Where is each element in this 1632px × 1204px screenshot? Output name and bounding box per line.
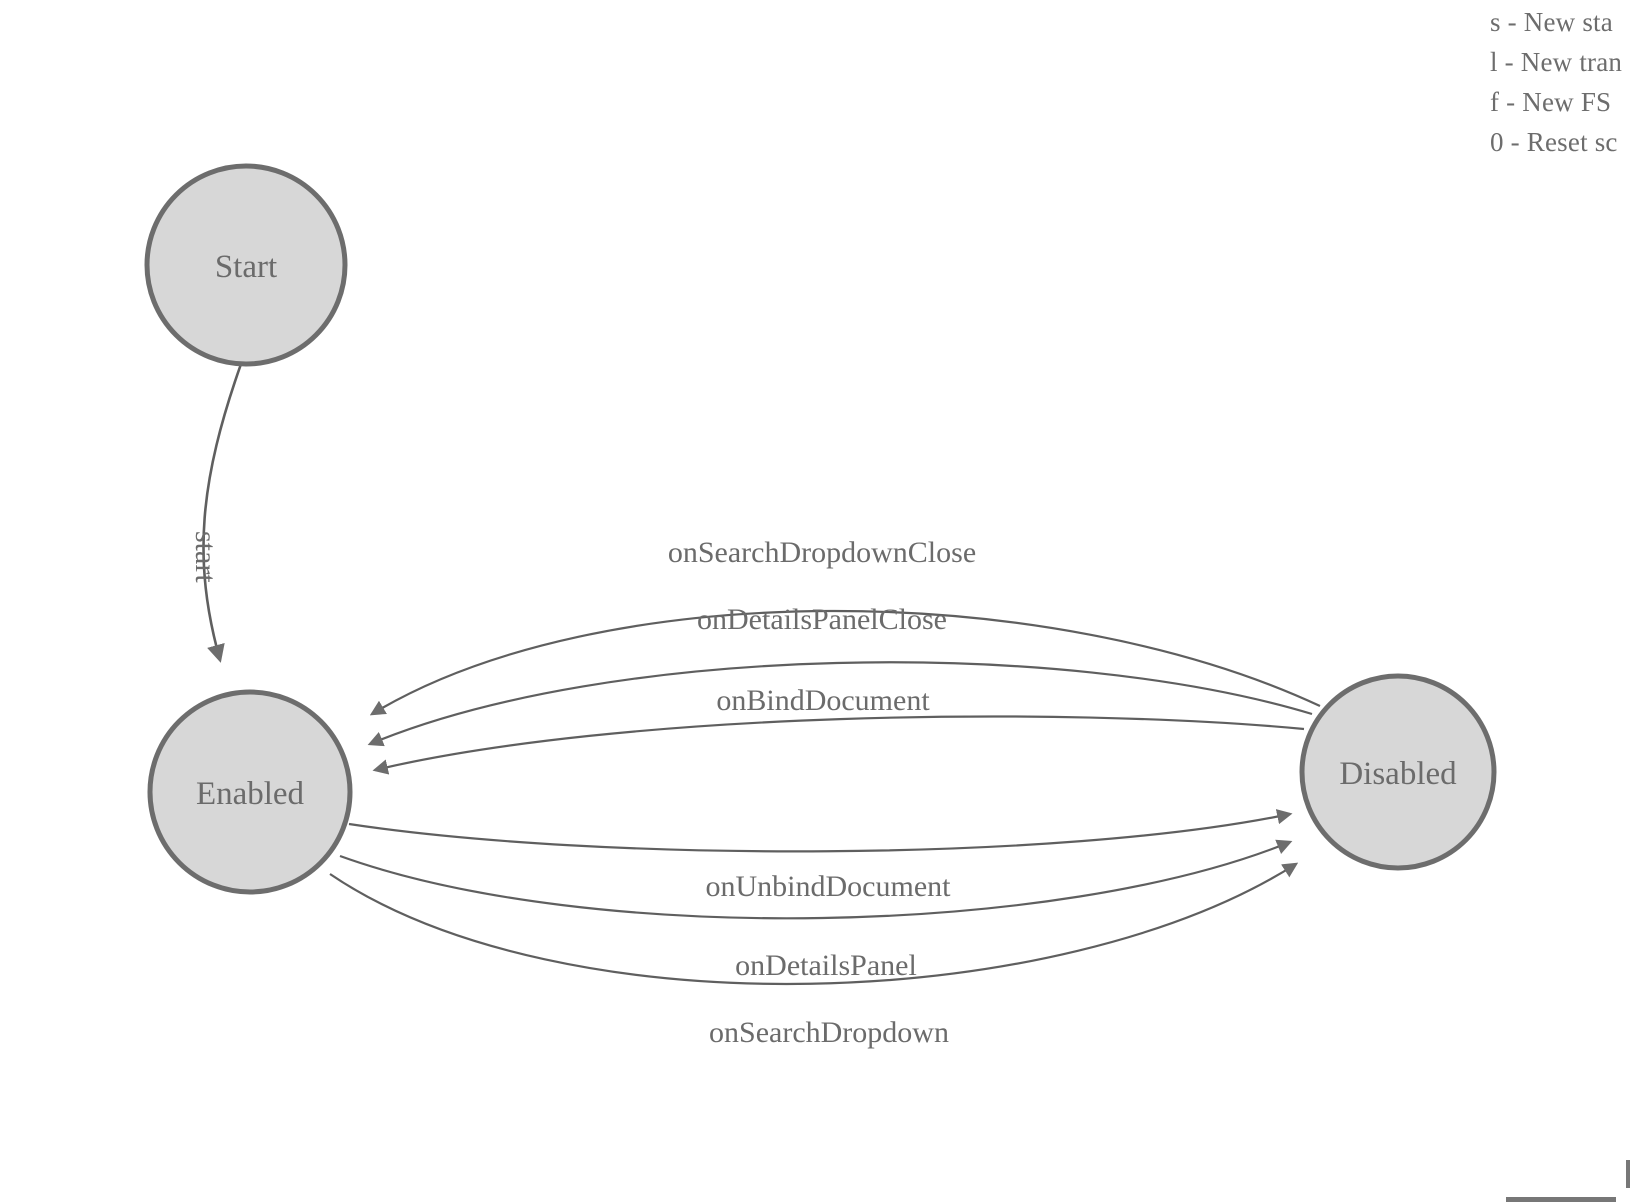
transition-edge-path xyxy=(329,862,1299,986)
transition-disabled-to-enabled-onsearchdropdownclose[interactable]: onSearchDropdownClose xyxy=(369,536,1321,716)
state-circle[interactable] xyxy=(144,163,348,367)
transition-label-ondetailspanelclose: onDetailsPanelClose xyxy=(697,603,947,636)
state-node-disabled[interactable]: Disabled xyxy=(1299,673,1497,871)
transition-start-to-enabled[interactable]: start xyxy=(189,363,243,663)
state-node-enabled[interactable]: Enabled xyxy=(147,689,353,895)
transition-enabled-to-disabled-onsearchdropdown[interactable]: onSearchDropdown xyxy=(329,862,1299,1049)
state-label-start: Start xyxy=(215,249,277,285)
transition-edge-path xyxy=(372,715,1305,775)
state-node-start[interactable]: Start xyxy=(144,163,348,367)
transition-edge-path xyxy=(367,661,1313,747)
state-label-enabled: Enabled xyxy=(196,776,305,812)
transition-edge-path xyxy=(348,809,1293,853)
hint-line-new-fsm: f - New FS xyxy=(1490,87,1612,117)
transition-label-onsearchdropdownclose: onSearchDropdownClose xyxy=(668,536,976,569)
hint-line-new-transition: l - New tran xyxy=(1490,47,1623,77)
hint-line-reset: 0 - Reset sc xyxy=(1490,127,1618,157)
keyboard-shortcut-hints: s - New sta l - New tran f - New FS 0 - … xyxy=(1490,2,1622,162)
transition-edge-path xyxy=(339,839,1293,920)
vertical-scrollbar-thumb[interactable] xyxy=(1626,1160,1630,1188)
state-circle[interactable] xyxy=(147,689,353,895)
transition-enabled-to-disabled-onunbinddocument[interactable]: onUnbindDocument xyxy=(348,809,1293,903)
transition-label-onsearchdropdown: onSearchDropdown xyxy=(709,1016,949,1049)
state-circle[interactable] xyxy=(1299,673,1497,871)
transition-label-start: start xyxy=(189,531,222,583)
transition-label-onunbinddocument: onUnbindDocument xyxy=(706,870,952,903)
scrollbar-corner xyxy=(1616,1188,1632,1204)
hint-line-new-state: s - New sta xyxy=(1490,7,1613,37)
transition-disabled-to-enabled-ondetailspanelclose[interactable]: onDetailsPanelClose xyxy=(367,603,1313,747)
transition-edge-path xyxy=(369,609,1321,716)
transition-edge-path xyxy=(202,363,243,663)
transition-label-onbinddocument: onBindDocument xyxy=(716,684,930,717)
transition-label-ondetailspanel: onDetailsPanel xyxy=(735,949,917,982)
transition-disabled-to-enabled-onbinddocument[interactable]: onBindDocument xyxy=(372,684,1305,775)
transition-enabled-to-disabled-ondetailspanel[interactable]: onDetailsPanel xyxy=(339,839,1293,982)
horizontal-scrollbar-thumb[interactable] xyxy=(1506,1197,1616,1202)
state-label-disabled: Disabled xyxy=(1339,756,1457,792)
